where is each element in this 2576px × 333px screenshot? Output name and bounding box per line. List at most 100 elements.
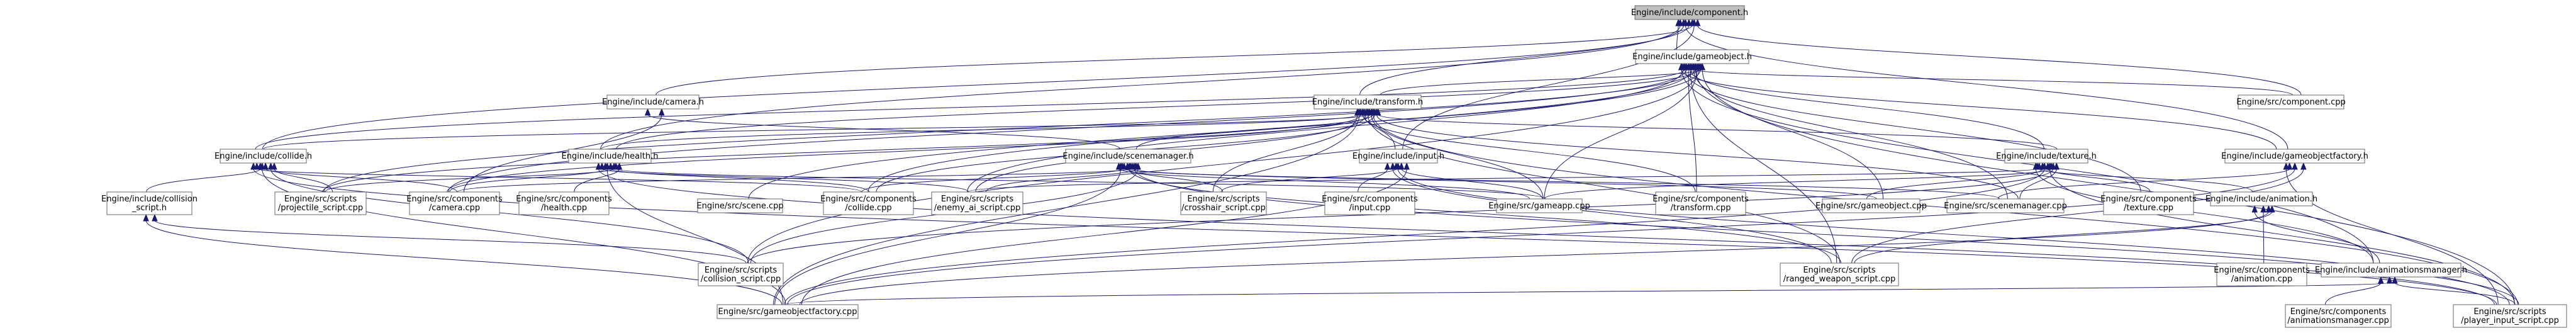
file-node-camera-cpp[interactable]: Engine/src/components/camera.cpp xyxy=(406,191,503,215)
node-label: Engine/src/components xyxy=(2290,307,2387,317)
file-node-projectile[interactable]: Engine/src/scripts/projectile_script.cpp xyxy=(274,191,367,215)
edge-n_gameobject-to-n_animmgr_h xyxy=(1678,62,2374,264)
node-label: Engine/include/texture.h xyxy=(1996,152,2097,161)
edge-n_collide-to-n_collision_script_cpp xyxy=(267,162,749,264)
node-label: Engine/include/transform.h xyxy=(1312,98,1424,107)
edge-n_gameobject-to-n_collision_script_cpp xyxy=(747,62,1702,264)
node-label: Engine/src/components xyxy=(516,195,612,204)
node-label: /enemy_ai_script.cpp xyxy=(934,203,1021,213)
file-node-gofactory[interactable]: Engine/include/gameobjectfactory.h xyxy=(2221,149,2368,164)
edge-n_component-to-n_gofactory xyxy=(1682,18,2289,150)
node-box xyxy=(1359,149,1438,164)
node-label: /player_input_script.cpp xyxy=(2461,316,2559,325)
node-box xyxy=(220,149,307,164)
file-node-gameobject[interactable]: Engine/include/gameobject.h xyxy=(1632,49,1752,64)
node-label: Engine/src/gameobject.cpp xyxy=(1815,201,1927,211)
edge-n_animation_h-to-n_animmgr_h xyxy=(2251,205,2380,264)
node-box xyxy=(1065,149,1191,164)
file-node-collide[interactable]: Engine/include/collide.h xyxy=(215,149,312,164)
node-label: Engine/src/components xyxy=(2214,266,2310,275)
node-box xyxy=(2321,262,2462,278)
edge-n_health-to-n_enemy xyxy=(599,162,969,193)
edge-n_animmgr_h-to-n_player xyxy=(2392,276,2516,305)
file-node-transform-cpp[interactable]: Engine/src/components/transform.cpp xyxy=(1653,191,1749,215)
file-node-health[interactable]: Engine/include/health.h xyxy=(562,149,659,164)
edge-n_health-to-n_gameapp xyxy=(613,162,1546,200)
file-node-scene-cpp[interactable]: Engine/src/scene.cpp xyxy=(696,198,784,213)
file-node-scenemanager-cpp[interactable]: Engine/src/scenemanager.cpp xyxy=(1944,198,2067,213)
node-label: Engine/include/animation.h xyxy=(2205,195,2317,204)
node-label: Engine/src/components xyxy=(820,195,917,204)
edge-n_input-to-n_ranged xyxy=(1390,162,1832,264)
file-node-camera[interactable]: Engine/include/camera.h xyxy=(602,94,704,110)
node-box xyxy=(606,94,700,110)
node-label: Engine/src/components xyxy=(406,195,503,204)
edge-n_component-to-n_component_cpp xyxy=(1694,18,2302,96)
file-node-texture[interactable]: Engine/include/texture.h xyxy=(1996,149,2097,164)
node-label: Engine/src/scripts xyxy=(1803,266,1876,275)
file-node-collide-cpp[interactable]: Engine/src/components/collide.cpp xyxy=(820,191,917,215)
file-node-gameapp[interactable]: Engine/src/gameapp.cpp xyxy=(1488,198,1590,213)
file-node-scenemanager[interactable]: Engine/include/scenemanager.h xyxy=(1062,149,1194,164)
file-node-transform[interactable]: Engine/include/transform.h xyxy=(1312,94,1424,110)
file-node-component-cpp[interactable]: Engine/src/component.cpp xyxy=(2236,94,2346,110)
edge-n_animation_h-to-n_gofactory_cpp xyxy=(799,205,2272,305)
file-node-input-cpp[interactable]: Engine/src/components/input.cpp xyxy=(1322,191,1418,215)
file-node-collision-script-h[interactable]: Engine/include/collision_script.h xyxy=(101,191,198,215)
node-label: Engine/src/component.cpp xyxy=(2236,98,2346,107)
node-label: Engine/src/scenemanager.cpp xyxy=(1944,201,2066,211)
edge-n_animmgr_h-to-n_gofactory_cpp xyxy=(784,276,2393,305)
node-label: /crosshair_script.cpp xyxy=(1181,203,1266,213)
file-node-collision-script-cpp[interactable]: Engine/src/scripts/collision_script.cpp xyxy=(698,262,784,286)
file-node-animation-h[interactable]: Engine/include/animation.h xyxy=(2205,191,2317,206)
edge-n_camera-to-n_camera_cpp xyxy=(463,108,665,193)
file-node-crosshair[interactable]: Engine/src/scripts/crosshair_script.cpp xyxy=(1180,191,1267,215)
node-label: Engine/include/gameobjectfactory.h xyxy=(2221,152,2368,161)
file-node-animation-cpp[interactable]: Engine/src/components/animation.cpp xyxy=(2214,262,2310,286)
node-label: Engine/src/components xyxy=(2100,195,2197,204)
edge-n_input-to-n_input_cpp xyxy=(1358,162,1391,193)
node-label: Engine/src/gameobjectfactory.cpp xyxy=(718,307,857,317)
node-box xyxy=(931,191,1023,215)
node-label: Engine/include/input.h xyxy=(1352,152,1444,161)
edge-n_animation_h-to-n_animation_cpp xyxy=(2260,205,2267,264)
node-box xyxy=(697,198,783,213)
file-node-ranged[interactable]: Engine/src/scripts/ranged_weapon_script.… xyxy=(1780,262,1899,286)
file-node-input[interactable]: Engine/include/input.h xyxy=(1352,149,1444,164)
node-box xyxy=(1313,94,1422,110)
edge-n_scenemanager-to-n_camera_cpp xyxy=(457,162,1134,193)
edge-n_gameobject-to-n_gameapp xyxy=(1544,62,1700,200)
node-box xyxy=(1635,49,1749,64)
node-label: Engine/include/collision xyxy=(101,195,198,204)
node-box xyxy=(2103,191,2194,215)
node-label: /ranged_weapon_script.cpp xyxy=(1783,274,1895,284)
node-box xyxy=(1946,198,2065,213)
node-box xyxy=(106,191,192,215)
file-node-animmgr-cpp[interactable]: Engine/src/components/animationsmanager.… xyxy=(2285,304,2392,328)
node-label: /camera.cpp xyxy=(429,203,480,213)
file-node-component[interactable]: Engine/include/component.h xyxy=(1631,5,1748,20)
file-node-animmgr-h[interactable]: Engine/include/animationsmanager.h xyxy=(2315,262,2467,278)
file-node-player[interactable]: Engine/src/scripts/player_input_script.c… xyxy=(2453,304,2567,328)
node-label: Engine/src/components xyxy=(1653,195,1749,204)
file-nodes: Engine/include/component.hEngine/include… xyxy=(101,5,2567,328)
node-box xyxy=(2285,304,2392,328)
node-label: /transform.cpp xyxy=(1671,203,1731,213)
node-box xyxy=(1822,198,1921,213)
file-node-gameobject-cpp[interactable]: Engine/src/gameobject.cpp xyxy=(1815,198,1927,213)
file-node-enemy[interactable]: Engine/src/scripts/enemy_ai_script.cpp xyxy=(931,191,1023,215)
node-box xyxy=(716,304,859,319)
edge-n_animmgr_h-to-n_animmgr_cpp xyxy=(2324,276,2384,305)
edge-n_gameobject-to-n_texture_cpp xyxy=(1681,62,2141,193)
file-node-gofactory-cpp[interactable]: Engine/src/gameobjectfactory.cpp xyxy=(716,304,859,319)
node-label: /collide.cpp xyxy=(845,203,891,213)
node-box xyxy=(2004,149,2088,164)
node-label: Engine/src/scripts xyxy=(941,195,1014,204)
node-box xyxy=(1324,191,1415,215)
file-node-texture-cpp[interactable]: Engine/src/components/texture.cpp xyxy=(2100,191,2197,215)
node-label: Engine/include/scenemanager.h xyxy=(1062,152,1193,161)
file-node-health-cpp[interactable]: Engine/src/components/health.cpp xyxy=(516,191,612,215)
node-label: Engine/include/animationsmanager.h xyxy=(2315,266,2467,275)
node-label: Engine/include/gameobject.h xyxy=(1632,52,1752,62)
